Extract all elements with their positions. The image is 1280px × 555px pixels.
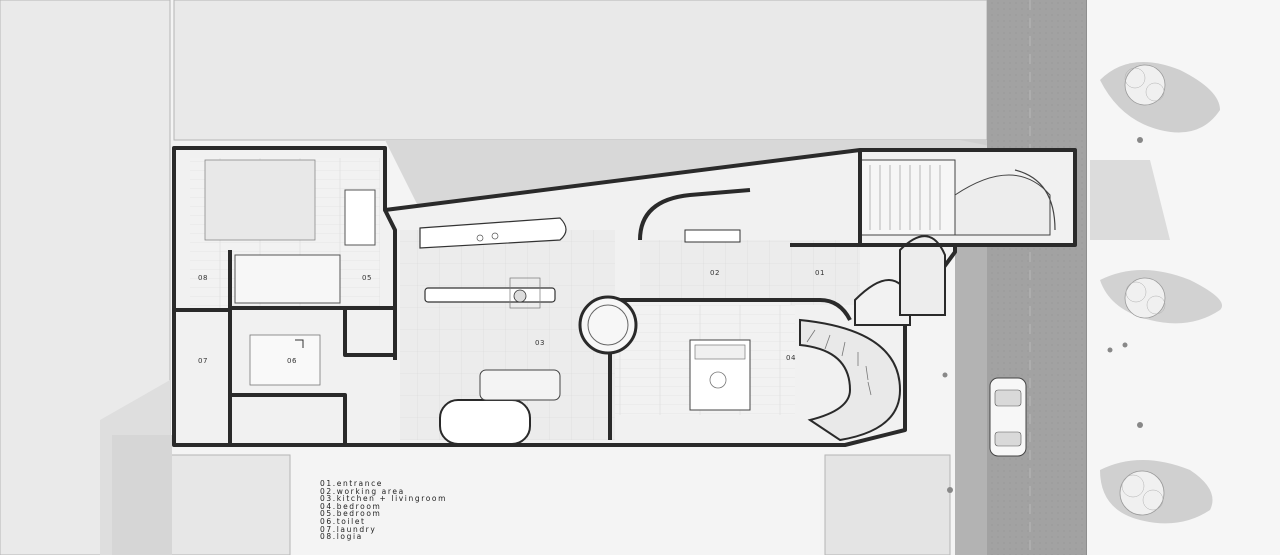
legend-item: 03.kitchen + livingroom [320,494,447,504]
kitchen-counter-top [419,217,567,249]
tree-1 [1124,64,1166,106]
desk-02 [684,229,741,243]
legend-item: 04.bedroom [320,501,382,511]
entrance-floor [790,245,860,305]
neighbor-shadow-lower-left [112,435,172,555]
building-shadow-right [1090,160,1170,240]
wardrobe-05 [204,159,341,304]
room-label-04: 04 [786,354,796,362]
entrance-stair [859,159,1056,236]
legend-item: 05.bedroom [320,509,382,519]
bedroom-05-bed [344,189,376,246]
pedestrians [942,137,1143,493]
room-label-01: 01 [815,269,825,277]
room-label-05: 05 [362,274,372,282]
interior-walls [175,150,955,445]
legend-item: 01.entrance [320,479,384,488]
toilet-fixtures [249,334,321,386]
room-label-06: 06 [287,357,297,365]
sidewalk [955,245,987,555]
neighbor-building-top [173,0,988,141]
round-column [578,295,638,355]
legend-item: 07.laundry [320,524,377,534]
room-label-08: 08 [198,274,208,282]
room-label-03: 03 [535,339,545,347]
bed-04 [689,339,751,411]
legend-item: 06.toilet [320,516,366,526]
neighbor-building-bottom [169,454,291,555]
curved-stair [799,235,946,442]
car [989,377,1027,457]
tree-3 [1119,470,1165,516]
legend-item: 08.logia [320,532,363,542]
room-label-02: 02 [710,269,720,277]
sofa [439,369,561,445]
kitchen-island [424,277,556,309]
room-legend: 01.entrance 02.working area 03.kitchen +… [320,480,447,541]
legend-item: 02.working area [320,486,405,496]
tree-2 [1124,277,1166,319]
room-label-07: 07 [198,357,208,365]
neighbor-building-bottom-right [824,454,951,555]
road [987,0,1087,555]
